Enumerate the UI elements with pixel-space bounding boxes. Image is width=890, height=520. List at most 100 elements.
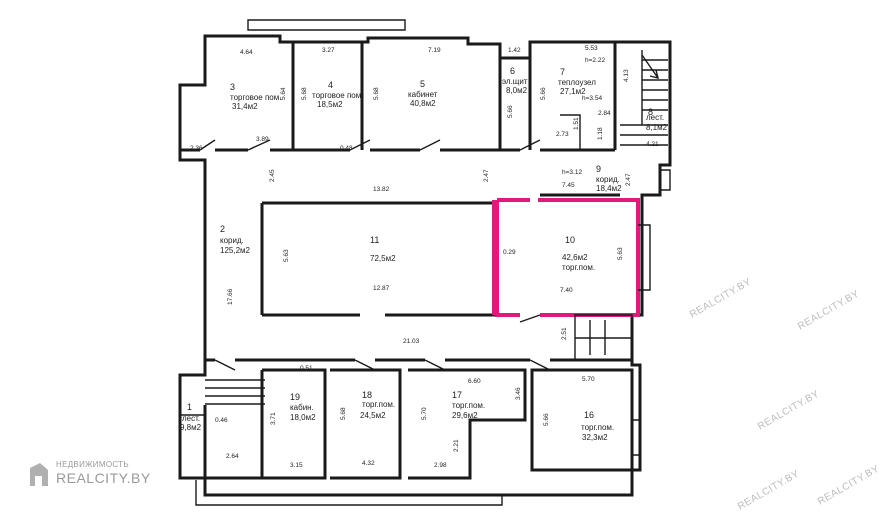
svg-text:0.46: 0.46 (215, 417, 228, 424)
svg-text:3.46: 3.46 (515, 387, 522, 400)
svg-text:42,6м2: 42,6м2 (562, 253, 588, 262)
svg-text:5: 5 (420, 79, 425, 89)
room-4-label: 4 торговое пом. 18,5м2 (312, 80, 363, 109)
dimension-labels: 4.64 3.27 7.19 1.42 5.53 h=2.22 4.13 5.6… (190, 45, 659, 469)
svg-text:5.66: 5.66 (540, 87, 547, 100)
svg-text:0.29: 0.29 (503, 249, 516, 256)
svg-text:5.68: 5.68 (301, 87, 308, 100)
svg-text:1: 1 (187, 402, 192, 412)
svg-text:5.70: 5.70 (421, 407, 428, 420)
svg-text:24,5м2: 24,5м2 (360, 411, 386, 420)
room-19-label: 19 кабин. 18,0м2 (290, 392, 316, 422)
svg-text:0.51: 0.51 (300, 365, 313, 372)
svg-text:7: 7 (560, 67, 565, 77)
svg-text:2.73: 2.73 (556, 131, 569, 138)
svg-text:кабин.: кабин. (290, 403, 314, 412)
room-3-label: 3 торговое пом. 31,4м2 (230, 82, 281, 111)
brand-logo: НЕДВИЖИМОСТЬ REALCITY.BY (28, 460, 168, 496)
svg-text:18,5м2: 18,5м2 (317, 100, 343, 109)
wc-block (574, 314, 633, 361)
svg-text:8,0м2: 8,0м2 (506, 86, 528, 95)
svg-text:2.51: 2.51 (561, 327, 568, 340)
top-terrace (247, 19, 406, 31)
svg-text:h=2.22: h=2.22 (585, 57, 605, 64)
outer-wall (178, 34, 672, 497)
bottom-terrace (195, 480, 503, 506)
svg-text:5.63: 5.63 (617, 247, 624, 260)
svg-text:5.70: 5.70 (582, 376, 595, 383)
svg-text:2: 2 (220, 224, 225, 234)
house-icon (30, 463, 48, 486)
stair-1-steps (180, 379, 265, 416)
svg-text:торг.пом.: торг.пом. (452, 401, 485, 410)
svg-text:3.89: 3.89 (256, 136, 269, 143)
svg-text:5.66: 5.66 (507, 105, 514, 118)
svg-text:7.40: 7.40 (560, 287, 573, 294)
room-18-label: 18 торг.пом. 24,5м2 (360, 390, 395, 420)
svg-text:3.71: 3.71 (270, 412, 277, 425)
svg-text:5.64: 5.64 (280, 87, 287, 100)
svg-text:2.47: 2.47 (625, 173, 632, 186)
svg-text:5.53: 5.53 (585, 45, 598, 52)
svg-text:19: 19 (290, 392, 300, 402)
svg-text:3.27: 3.27 (322, 47, 335, 54)
svg-text:8: 8 (648, 107, 653, 117)
svg-text:2.98: 2.98 (434, 462, 447, 469)
svg-text:теплоузел: теплоузел (558, 78, 596, 87)
svg-text:корид.: корид. (220, 236, 244, 245)
svg-text:корид.: корид. (596, 175, 620, 184)
svg-text:11: 11 (370, 235, 379, 245)
svg-text:17.66: 17.66 (227, 288, 234, 305)
watermark: REALCITY.BY (796, 288, 861, 332)
svg-text:5.66: 5.66 (543, 413, 550, 426)
room-11-label: 11 72,5м2 (370, 235, 396, 263)
svg-text:торговое пом.: торговое пом. (230, 93, 281, 102)
svg-text:1.18: 1.18 (597, 127, 604, 140)
svg-text:0.48: 0.48 (340, 145, 353, 152)
svg-text:18,4м2: 18,4м2 (596, 184, 622, 193)
svg-text:6: 6 (510, 66, 515, 76)
svg-text:18: 18 (362, 390, 372, 400)
svg-text:торг.пом.: торг.пом. (581, 423, 614, 432)
room-6-label: 6 эл.щит 8,0м2 (502, 66, 528, 95)
watermark-group: REALCITY.BY REALCITY.BY REALCITY.BY REAL… (688, 276, 881, 512)
svg-text:21.03: 21.03 (403, 338, 420, 345)
svg-text:4.13: 4.13 (623, 69, 630, 82)
svg-text:7.19: 7.19 (428, 47, 441, 54)
svg-text:1.42: 1.42 (508, 47, 521, 54)
svg-text:29,6м2: 29,6м2 (452, 411, 478, 420)
svg-text:5.63: 5.63 (283, 249, 290, 262)
svg-text:72,5м2: 72,5м2 (370, 254, 396, 263)
svg-text:16: 16 (584, 410, 594, 420)
room-1-label: 1 лест. 9,8м2 (180, 402, 202, 432)
svg-text:5.68: 5.68 (373, 87, 380, 100)
svg-text:31,4м2: 31,4м2 (232, 102, 258, 111)
svg-text:торг.пом.: торг.пом. (562, 263, 595, 272)
svg-text:h=3.54: h=3.54 (582, 95, 602, 102)
svg-text:4.64: 4.64 (240, 49, 253, 56)
stair-8-steps (620, 50, 668, 146)
svg-text:125,2м2: 125,2м2 (220, 246, 251, 255)
svg-text:2.21: 2.21 (453, 439, 460, 452)
svg-text:18,0м2: 18,0м2 (290, 413, 316, 422)
svg-text:2.64: 2.64 (226, 453, 239, 460)
svg-text:9: 9 (596, 164, 601, 174)
svg-text:2.45: 2.45 (269, 169, 276, 182)
room-7-label: 7 теплоузел 27,1м2 (558, 67, 596, 96)
svg-text:40,8м2: 40,8м2 (410, 99, 436, 108)
svg-text:27,1м2: 27,1м2 (560, 87, 586, 96)
svg-text:4.21: 4.21 (646, 141, 659, 148)
svg-text:8,1м2: 8,1м2 (646, 123, 668, 132)
svg-text:9,8м2: 9,8м2 (180, 423, 202, 432)
watermark: REALCITY.BY (736, 468, 801, 512)
room-9-label: 9 корид. 18,4м2 (596, 164, 622, 193)
svg-text:32,3м2: 32,3м2 (582, 433, 608, 442)
svg-text:7.45: 7.45 (562, 182, 575, 189)
svg-text:10: 10 (565, 235, 575, 245)
svg-text:торговое пом.: торговое пом. (312, 91, 363, 100)
svg-text:кабинет: кабинет (408, 90, 438, 99)
svg-text:лест.: лест. (646, 113, 664, 122)
svg-text:5.68: 5.68 (340, 407, 347, 420)
room-16-label: 16 торг.пом. 32,3м2 (581, 410, 614, 442)
room-2-label: 2 корид. 125,2м2 (220, 224, 251, 255)
